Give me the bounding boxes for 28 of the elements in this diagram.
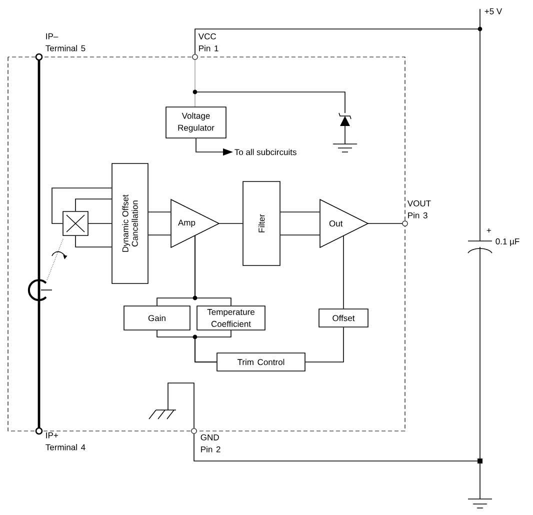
- connector-line: [219, 223, 243, 224]
- connector-line: [88, 223, 112, 224]
- connector-line: [343, 235, 344, 309]
- gain-box: Gain: [124, 306, 190, 330]
- filter-box: Filter: [242, 181, 280, 266]
- connector-line: [305, 327, 344, 362]
- voltage-regulator-box: Voltage Regulator: [166, 106, 226, 138]
- voltage-label: +5 V: [484, 8, 502, 14]
- temperature-coefficient-box: Temperature Coefficient: [196, 306, 266, 330]
- trim-control-box: Trim Control: [216, 352, 306, 372]
- hall-element-box: [62, 211, 88, 236]
- connector-line: [75, 198, 112, 212]
- polarity-mark: +: [486, 228, 491, 233]
- pin-label: GND Pin 2: [200, 434, 220, 452]
- connector-line: [75, 235, 112, 248]
- offset-cancellation-box: Dynamic Offset Cancellation: [112, 163, 148, 284]
- supply-note: To all subcircuits: [234, 148, 296, 156]
- capacitance-label: 0.1 µF: [496, 238, 520, 246]
- pin-label: VCC Pin 1: [198, 33, 218, 52]
- pin-label: VOUT Pin 3: [407, 200, 431, 218]
- connector-line: [194, 330, 232, 362]
- terminal-label: IP+ Terminal 4: [46, 432, 86, 450]
- connector-line: [148, 234, 172, 236]
- offset-box: Offset: [318, 308, 368, 328]
- connector-line: [194, 235, 232, 306]
- connector-line: [52, 188, 112, 224]
- terminal-label: IP– Terminal 5: [46, 33, 86, 52]
- connector-line: [280, 234, 320, 236]
